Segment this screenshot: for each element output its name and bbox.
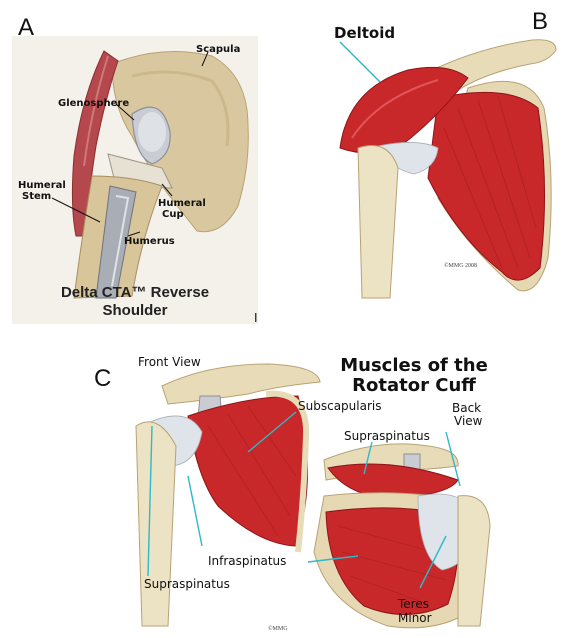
label-humeral-cup-line2: Cup [162, 209, 184, 220]
title-line2: Rotator Cuff [324, 376, 504, 396]
label-deltoid: Deltoid [334, 25, 395, 41]
label-scapula: Scapula [196, 44, 240, 55]
stray-mark: I [254, 312, 258, 325]
label-supraspinatus-top: Supraspinatus [344, 430, 430, 443]
title-line1: Muscles of the [324, 356, 504, 376]
label-infraspinatus: Infraspinatus [208, 555, 286, 568]
label-back-view-line2: View [454, 415, 482, 428]
panel-a-caption-line2: Shoulder [20, 302, 250, 320]
panel-a-caption-line1: Delta CTA™ Reverse [20, 284, 250, 302]
label-humeral-stem-line1: Humeral [18, 180, 66, 191]
label-front-view: Front View [138, 356, 201, 369]
label-teres-minor-line2: Minor [398, 612, 432, 625]
label-subscapularis: Subscapularis [298, 400, 381, 413]
label-humerus: Humerus [124, 236, 175, 247]
label-humeral-cup-line1: Humeral [158, 198, 206, 209]
panel-b-illustration [318, 28, 562, 306]
label-humeral-stem-line2: Stem [22, 191, 51, 202]
panel-c-copyright: ©MMG [268, 626, 288, 632]
panel-c-letter: C [94, 365, 111, 393]
label-teres-minor-line1: Teres [398, 598, 429, 611]
panel-b-copyright: ©MMG 2008 [444, 263, 477, 269]
label-supraspinatus-bottom: Supraspinatus [144, 578, 230, 591]
panel-c-illustration [128, 356, 500, 636]
label-glenosphere: Glenosphere [58, 98, 129, 109]
